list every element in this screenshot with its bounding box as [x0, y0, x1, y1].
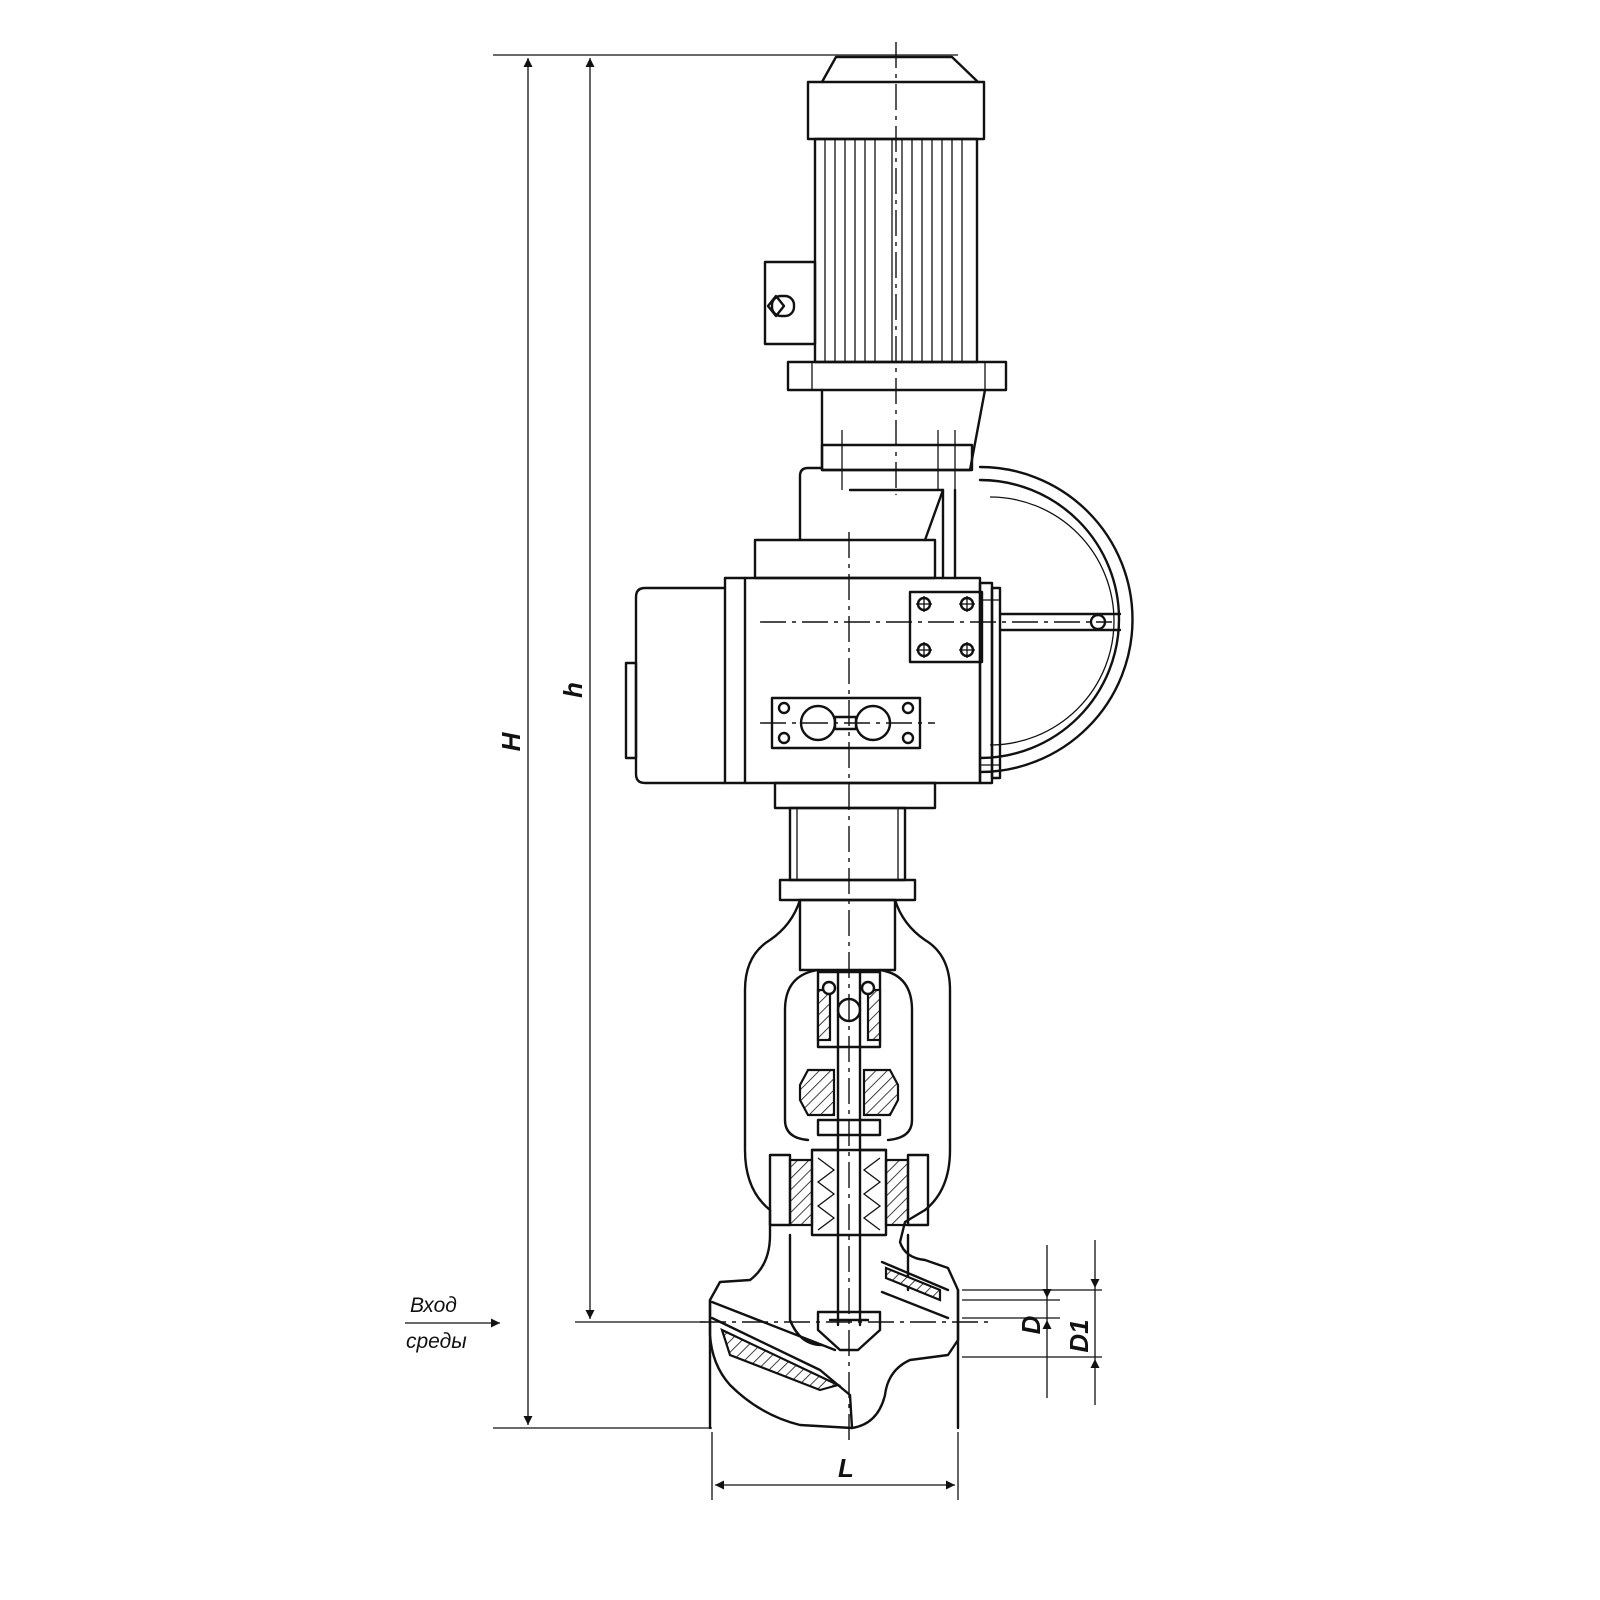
- motor-terminal-box: [763, 260, 817, 346]
- label-H: H: [496, 731, 526, 751]
- gearbox-body: [723, 576, 982, 785]
- valve-bonnet: [743, 898, 952, 1327]
- flow-note-line2: среды: [406, 1330, 467, 1353]
- cover-bolts: [916, 596, 975, 658]
- label-L: L: [838, 1453, 854, 1483]
- label-D: D: [1016, 1315, 1046, 1334]
- label-h: h: [558, 682, 588, 698]
- dimension-lines: [493, 54, 1102, 1500]
- flow-note-line1: Вход: [410, 1294, 457, 1317]
- motor-flange: [786, 360, 1008, 392]
- packing-rings: [816, 1157, 882, 1231]
- actuator-housing: [624, 466, 1002, 902]
- electric-motor: [763, 55, 1008, 490]
- handwheel[interactable]: [978, 465, 1134, 774]
- flow-inlet-note: Вход среды: [405, 1294, 500, 1353]
- cover-plate: [908, 590, 984, 664]
- valve-body: [708, 1208, 960, 1430]
- yoke-flange: [778, 878, 917, 902]
- center-lines: [700, 42, 1112, 1440]
- motor-cooling-fins: [824, 139, 963, 362]
- label-D1: D1: [1064, 1319, 1094, 1352]
- indicator-bolts: [777, 701, 915, 745]
